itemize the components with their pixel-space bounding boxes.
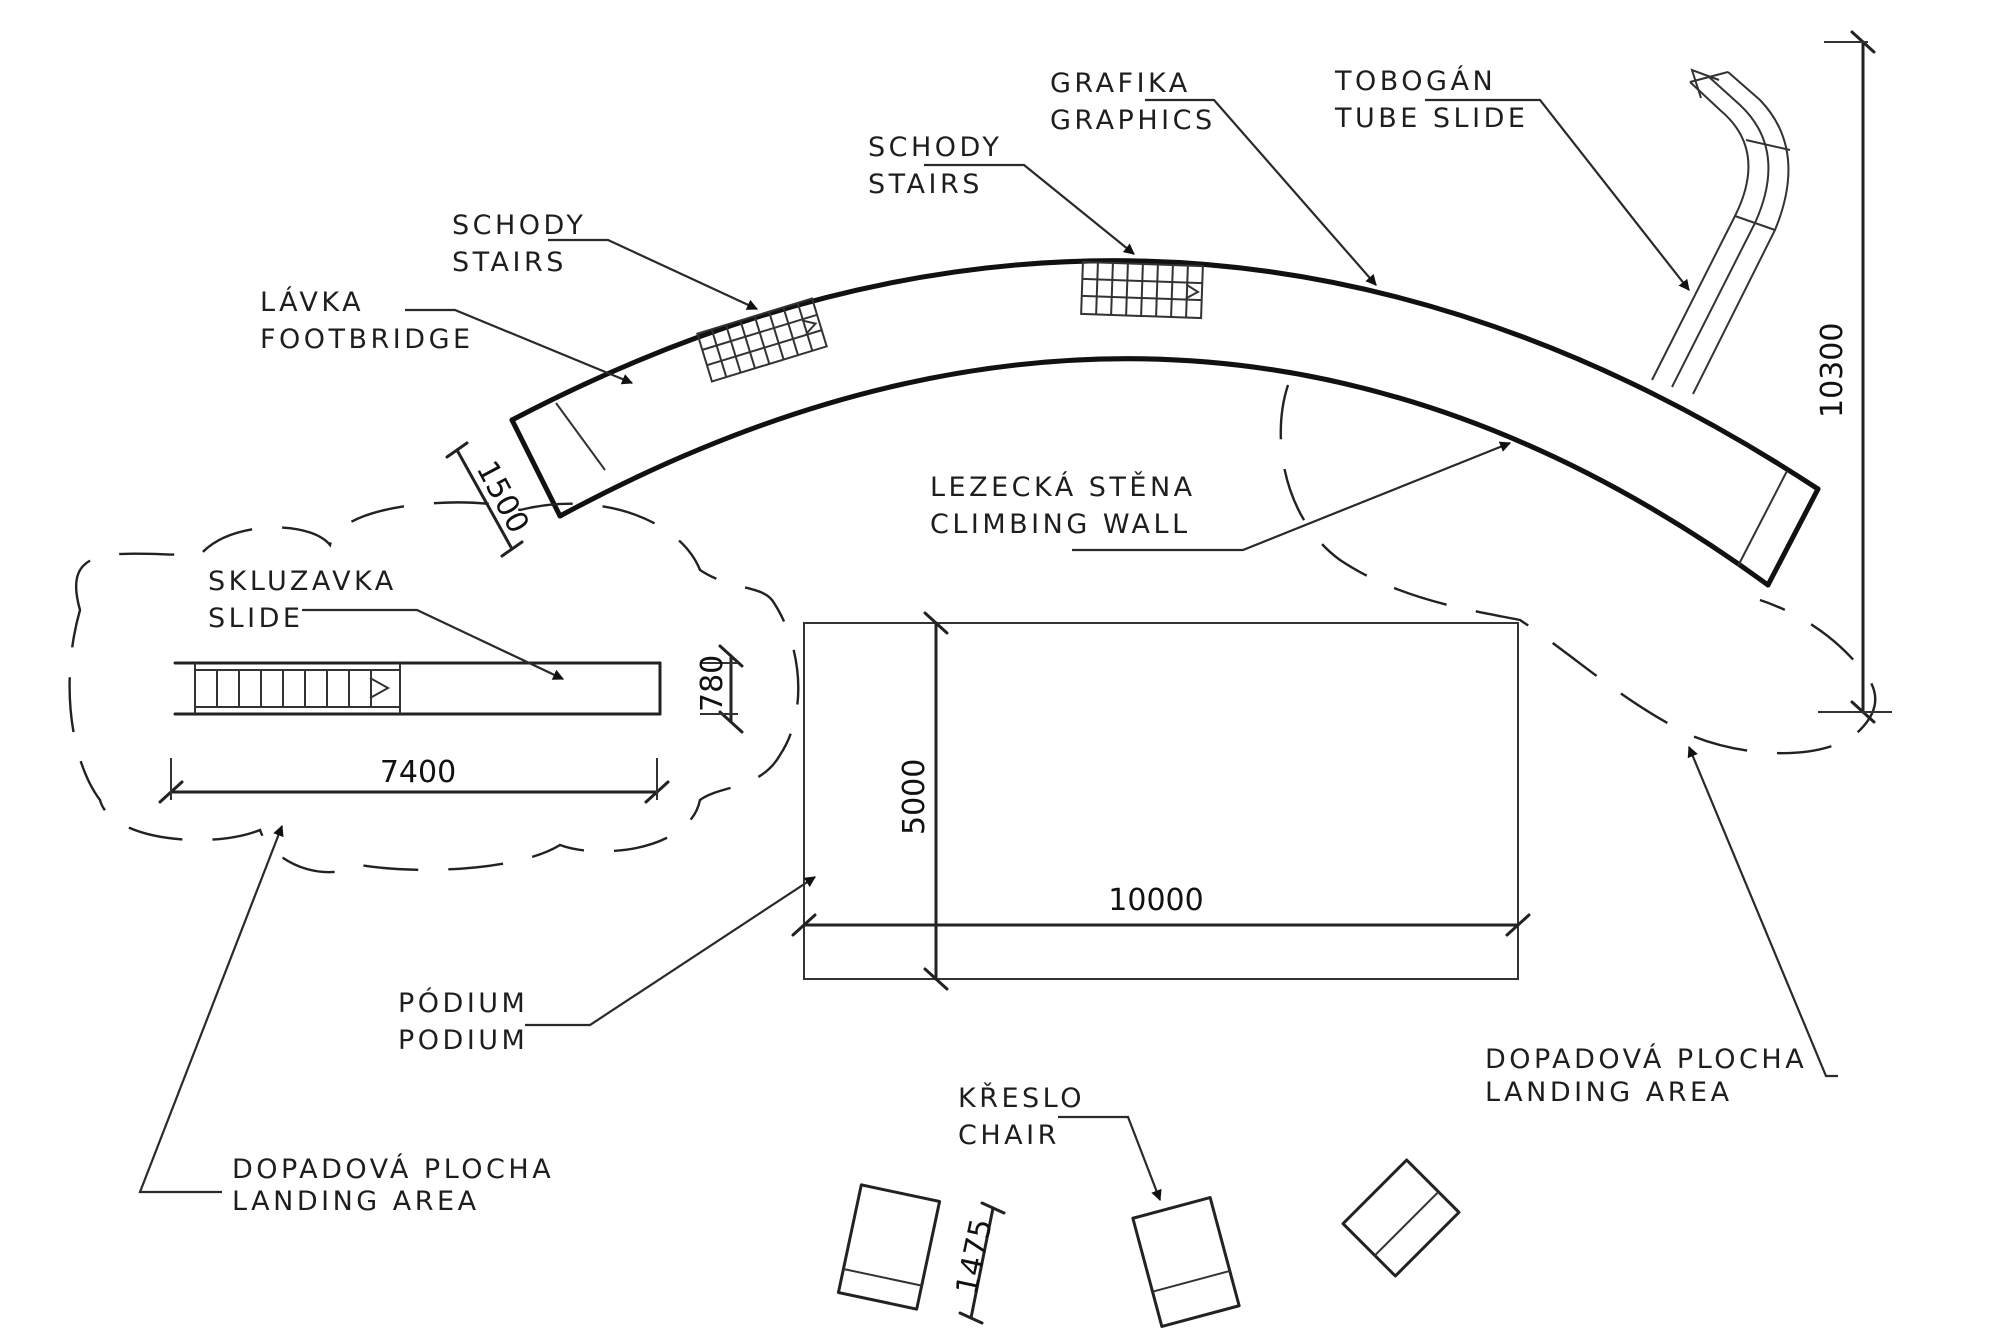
leader-landing-area-left <box>138 824 284 1194</box>
label-tube-slide-cz: TOBOGÁN <box>1334 65 1496 97</box>
podium <box>803 622 1519 980</box>
leader-lines <box>138 98 1838 1202</box>
leader-podium <box>525 876 816 1027</box>
footbridge-right-deck-line <box>1737 470 1788 567</box>
dimension-chair-size: 1475 <box>950 1201 1006 1325</box>
leader-climbing-wall <box>1072 441 1512 552</box>
dim-overall-height: 10300 <box>1815 323 1850 418</box>
landing-area-right-outline <box>1279 384 1877 755</box>
dim-podium-length: 10000 <box>1108 883 1203 918</box>
tube-slide <box>1651 68 1791 395</box>
label-landing-area-left: DOPADOVÁ PLOCHA LANDING AREA <box>232 1153 554 1217</box>
slide <box>173 661 662 716</box>
footbridge-left-deck-line <box>555 402 606 471</box>
footbridge-left-end <box>509 417 563 519</box>
dimension-overall-height: 10300 <box>1815 30 1892 724</box>
leader-stairs-left <box>548 238 758 310</box>
label-stairs-middle: SCHODY STAIRS <box>868 132 1002 200</box>
dim-podium-width: 5000 <box>897 759 932 835</box>
label-chair-cz: KŘESLO <box>958 1082 1085 1114</box>
chair-middle <box>1131 1196 1241 1328</box>
stairs-left <box>696 297 828 383</box>
label-podium-cz: PÓDIUM <box>398 987 528 1019</box>
footbridge-right-end <box>1765 486 1821 588</box>
label-landing-area-right: DOPADOVÁ PLOCHA LANDING AREA <box>1485 1043 1807 1108</box>
label-climbing-wall-en: CLIMBING WALL <box>930 509 1191 540</box>
leader-landing-area-right <box>1687 745 1838 1078</box>
stairs-middle <box>1080 260 1204 320</box>
label-landing-area-right-en: LANDING AREA <box>1485 1077 1733 1108</box>
leader-footbridge <box>405 308 634 385</box>
label-landing-area-right-cz: DOPADOVÁ PLOCHA <box>1485 1043 1807 1075</box>
dimension-podium-width: 5000 <box>897 611 949 991</box>
dimension-footbridge-width: 1500 <box>445 441 536 558</box>
leader-tube-slide <box>1425 98 1690 291</box>
label-stairs-left-cz: SCHODY <box>452 210 586 241</box>
landing-area-left-outline <box>68 501 800 874</box>
label-graphics: GRAFIKA GRAPHICS <box>1050 68 1216 136</box>
label-podium-en: PODIUM <box>398 1025 528 1056</box>
leader-slide <box>302 608 564 680</box>
label-landing-area-left-cz: DOPADOVÁ PLOCHA <box>232 1153 554 1185</box>
chair-right <box>1341 1158 1461 1278</box>
label-podium: PÓDIUM PODIUM <box>398 987 528 1056</box>
footbridge <box>509 258 1821 588</box>
label-stairs-left-en: STAIRS <box>452 247 567 278</box>
label-climbing-wall-cz: LEZECKÁ STĚNA <box>930 471 1196 503</box>
chair-left <box>836 1183 942 1311</box>
label-stairs-left: SCHODY STAIRS <box>452 210 586 278</box>
dimension-slide-width: 780 <box>695 644 744 734</box>
dimension-slide-length: 7400 <box>158 755 670 804</box>
dim-slide-length: 7400 <box>380 755 456 790</box>
podium-outline <box>803 622 1519 980</box>
label-slide-cz: SKLUZAVKA <box>208 566 397 597</box>
leader-chair <box>1058 1115 1162 1202</box>
dim-slide-width: 780 <box>695 655 730 712</box>
leader-graphics <box>1145 98 1377 286</box>
label-slide: SKLUZAVKA SLIDE <box>208 566 397 634</box>
label-tube-slide: TOBOGÁN TUBE SLIDE <box>1334 65 1528 134</box>
label-chair: KŘESLO CHAIR <box>958 1082 1085 1151</box>
label-stairs-middle-en: STAIRS <box>868 169 983 200</box>
leader-stairs-middle <box>924 163 1135 255</box>
label-stairs-middle-cz: SCHODY <box>868 132 1002 163</box>
label-tube-slide-en: TUBE SLIDE <box>1334 103 1528 134</box>
label-footbridge-en: FOOTBRIDGE <box>260 324 474 355</box>
label-slide-en: SLIDE <box>208 603 304 634</box>
label-chair-en: CHAIR <box>958 1120 1060 1151</box>
label-footbridge: LÁVKA FOOTBRIDGE <box>260 286 474 355</box>
label-footbridge-cz: LÁVKA <box>260 286 364 318</box>
dim-footbridge-width: 1500 <box>469 455 536 539</box>
footbridge-outer-edge <box>509 258 1821 492</box>
label-landing-area-left-en: LANDING AREA <box>232 1186 480 1217</box>
label-graphics-cz: GRAFIKA <box>1050 68 1191 99</box>
label-graphics-en: GRAPHICS <box>1050 105 1216 136</box>
dimension-podium-length: 10000 <box>791 883 1531 937</box>
label-climbing-wall: LEZECKÁ STĚNA CLIMBING WALL <box>930 471 1196 540</box>
dim-chair-size: 1475 <box>950 1216 1000 1298</box>
footbridge-inner-edge <box>557 356 1771 588</box>
